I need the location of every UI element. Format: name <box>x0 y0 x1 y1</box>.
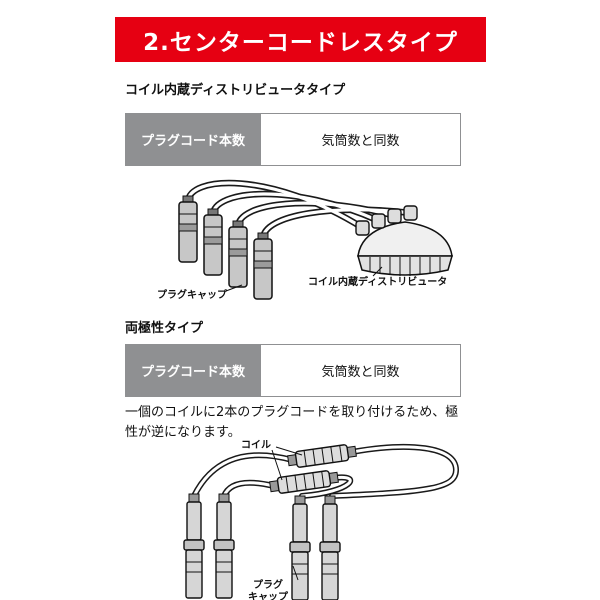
leader-lines <box>271 446 303 581</box>
leader-lines <box>225 266 383 292</box>
section-heading-distributor-type: コイル内蔵ディストリビュータタイプ <box>125 83 346 98</box>
distributor-label: コイル内蔵ディストリビュータ <box>308 277 448 288</box>
plug-cap-graphic <box>178 195 273 300</box>
plug-cap-graphic <box>183 493 341 600</box>
section-heading-bipolar-type: 両極性タイプ <box>125 321 204 336</box>
plug-wires-graphic <box>184 179 415 243</box>
coil-label: コイル <box>241 440 271 451</box>
plug-cap-label: プラグ キャップ <box>248 580 288 600</box>
table-header-cell: プラグコード本数 <box>125 113 261 166</box>
title-banner: 2.センターコードレスタイプ <box>115 17 486 62</box>
table-header-cell: プラグコード本数 <box>125 344 261 397</box>
plug-cord-count-table-bipolar: プラグコード本数 気筒数と同数 <box>125 344 461 397</box>
bipolar-description: 一個のコイルに2本のプラグコードを取り付けるため、極性が逆になります。 <box>125 405 459 441</box>
plug-wires-graphic <box>191 443 460 499</box>
table-value-cell: 気筒数と同数 <box>261 344 461 397</box>
bipolar-type-illustration <box>183 443 460 600</box>
table-value-cell: 気筒数と同数 <box>261 113 461 166</box>
distributor-type-illustration <box>178 179 453 300</box>
distributor-cap-graphic <box>355 205 453 276</box>
plug-cord-count-table-distributor: プラグコード本数 気筒数と同数 <box>125 113 461 166</box>
page-title: 2.センターコードレスタイプ <box>143 29 458 56</box>
plug-cap-label: プラグキャップ <box>157 290 227 301</box>
ignition-coil-graphic <box>269 444 357 494</box>
